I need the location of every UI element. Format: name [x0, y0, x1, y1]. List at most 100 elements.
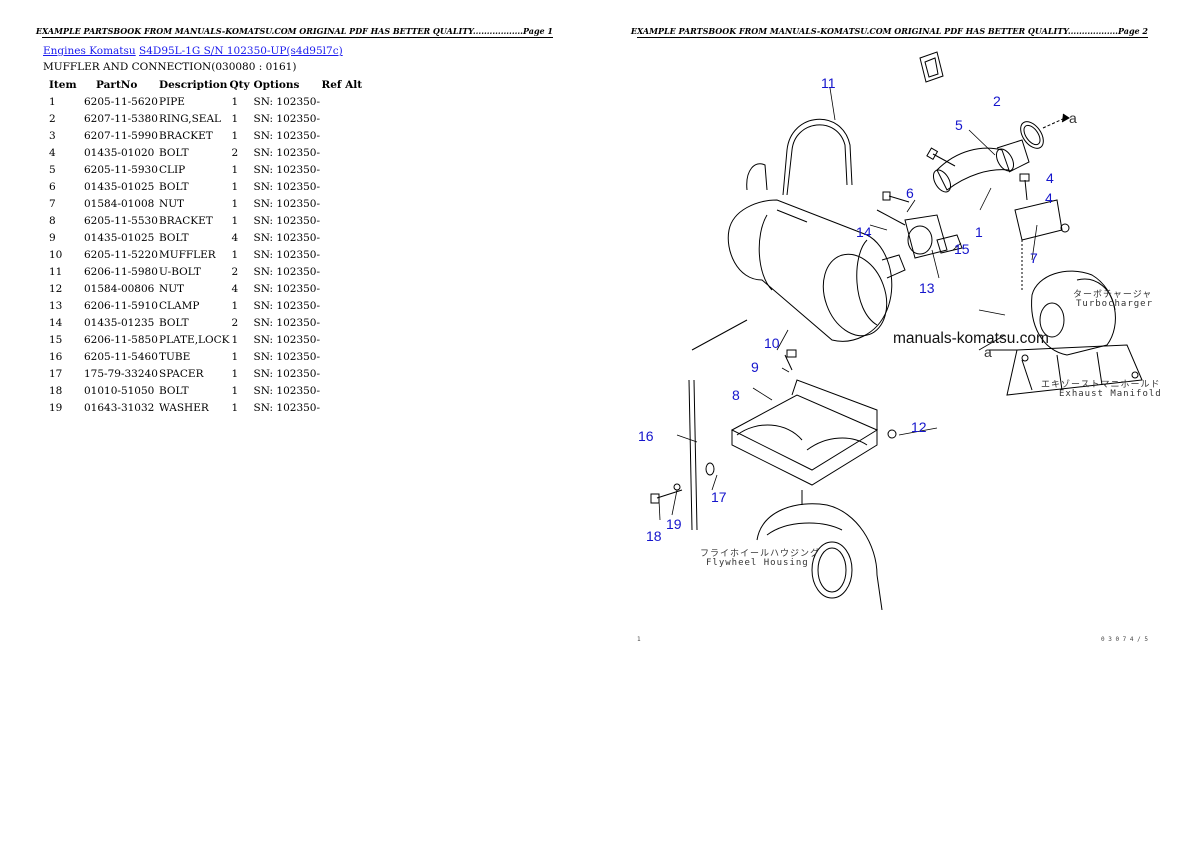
quantity-cell: 1 — [231, 163, 239, 176]
part-number-cell: 01584-01008 — [84, 197, 155, 210]
ref-alt-cell — [322, 127, 372, 144]
options-cell: SN: 102350- — [253, 316, 321, 329]
quantity-cell: 2 — [231, 146, 239, 159]
part-number-cell: 175-79-33240 — [84, 367, 158, 380]
quantity-cell: 1 — [231, 299, 239, 312]
part-number-cell: 01584-00806 — [84, 282, 155, 295]
item-number-cell: 14 — [49, 316, 63, 329]
item-number-cell: 6 — [49, 180, 56, 193]
callout-14: 14 — [856, 224, 872, 240]
flywheel-housing-label: Flywheel Housing — [706, 558, 809, 568]
description-cell: BOLT — [159, 146, 189, 159]
options-cell: SN: 102350- — [253, 350, 321, 363]
options-cell: SN: 102350- — [253, 146, 321, 159]
breadcrumb-link-engines[interactable]: Engines Komatsu — [43, 45, 136, 57]
description-cell: RING,SEAL — [159, 112, 222, 125]
options-cell: SN: 102350- — [253, 248, 321, 261]
part-number-cell: 6205-11-5460 — [84, 350, 158, 363]
muffler-bracket-drawing — [730, 379, 879, 486]
callout-12: 12 — [911, 419, 927, 435]
options-cell: SN: 102350- — [253, 367, 321, 380]
page-header: EXAMPLE PARTSBOOK FROM MANUALS-KOMATSU.C… — [630, 26, 1148, 36]
breadcrumb-link-model[interactable]: S4D95L-1G S/N 102350-UP(s4d95l7c) — [139, 45, 343, 57]
tube-drawing — [688, 319, 748, 531]
column-header-options: Options — [253, 78, 300, 91]
description-cell: U-BOLT — [159, 265, 201, 278]
turbocharger-label: Turbocharger — [1076, 299, 1154, 309]
ref-alt-cell — [322, 263, 372, 280]
description-cell: PLATE,LOCK — [159, 333, 230, 346]
seal-ring-drawing — [1020, 113, 1070, 149]
options-cell: SN: 102350- — [253, 299, 321, 312]
quantity-cell: 1 — [231, 333, 239, 346]
part-number-cell: 01643-31032 — [84, 401, 155, 414]
item-number-cell: 13 — [49, 299, 63, 312]
ref-alt-cell — [322, 93, 372, 110]
options-cell: SN: 102350- — [253, 95, 321, 108]
exhaust-manifold-label-jp: エキゾーストマニホールド — [1041, 380, 1161, 390]
description-cell: SPACER — [159, 367, 204, 380]
options-cell: SN: 102350- — [253, 112, 321, 125]
description-cell: PIPE — [159, 95, 185, 108]
parts-table: Item PartNo Description Qty Options Ref … — [43, 76, 372, 416]
part-number-cell: 6207-11-5380 — [84, 112, 158, 125]
flywheel-housing-label-jp: フライホイールハウジング — [700, 549, 821, 559]
options-cell: SN: 102350- — [253, 163, 321, 176]
exploded-parts-diagram — [650, 51, 1143, 610]
callout-10: 10 — [764, 335, 780, 351]
ref-alt-cell — [322, 382, 372, 399]
quantity-cell: 1 — [231, 129, 239, 142]
ref-alt-cell — [322, 246, 372, 263]
u-bolt-drawing — [782, 118, 853, 196]
quantity-cell: 1 — [231, 248, 239, 261]
item-number-cell: 11 — [49, 265, 63, 278]
ref-alt-cell — [322, 314, 372, 331]
table-row: 14 01435-01235 BOLT 2 SN: 102350- — [43, 314, 372, 331]
quantity-cell: 1 — [231, 350, 239, 363]
description-cell: BOLT — [159, 316, 189, 329]
page-header: EXAMPLE PARTSBOOK FROM MANUALS-KOMATSU.C… — [35, 26, 553, 36]
ref-alt-cell — [322, 212, 372, 229]
options-cell: SN: 102350- — [253, 265, 321, 278]
part-number-cell: 6207-11-5990 — [84, 129, 158, 142]
item-number-cell: 18 — [49, 384, 63, 397]
item-number-cell: 7 — [49, 197, 56, 210]
part-number-cell: 01435-01020 — [84, 146, 155, 159]
bolt-drawings — [650, 147, 1030, 504]
quantity-cell: 4 — [231, 231, 239, 244]
ref-alt-cell — [322, 195, 372, 212]
item-number-cell: 9 — [49, 231, 56, 244]
parts-list-page: EXAMPLE PARTSBOOK FROM MANUALS-KOMATSU.C… — [35, 26, 553, 416]
part-number-cell: 01435-01235 — [84, 316, 155, 329]
exhaust-manifold-label: Exhaust Manifold — [1059, 389, 1162, 399]
turbocharger-drawing — [987, 270, 1143, 396]
description-cell: BOLT — [159, 180, 189, 193]
footer-left: 1 — [637, 636, 641, 643]
ref-alt-cell — [322, 297, 372, 314]
ref-alt-cell — [322, 331, 372, 348]
quantity-cell: 2 — [231, 316, 239, 329]
item-number-cell: 16 — [49, 350, 63, 363]
item-number-cell: 3 — [49, 129, 56, 142]
header-divider — [637, 37, 1148, 38]
part-number-cell: 6206-11-5850 — [84, 333, 158, 346]
part-number-cell: 01010-51050 — [84, 384, 155, 397]
callout-15: 15 — [954, 241, 970, 257]
callout-9: 9 — [751, 359, 759, 375]
header-divider — [42, 37, 553, 38]
flywheel-housing-drawing — [756, 490, 883, 610]
quantity-cell: 4 — [231, 282, 239, 295]
description-cell: BRACKET — [159, 129, 213, 142]
description-cell: NUT — [159, 197, 185, 210]
